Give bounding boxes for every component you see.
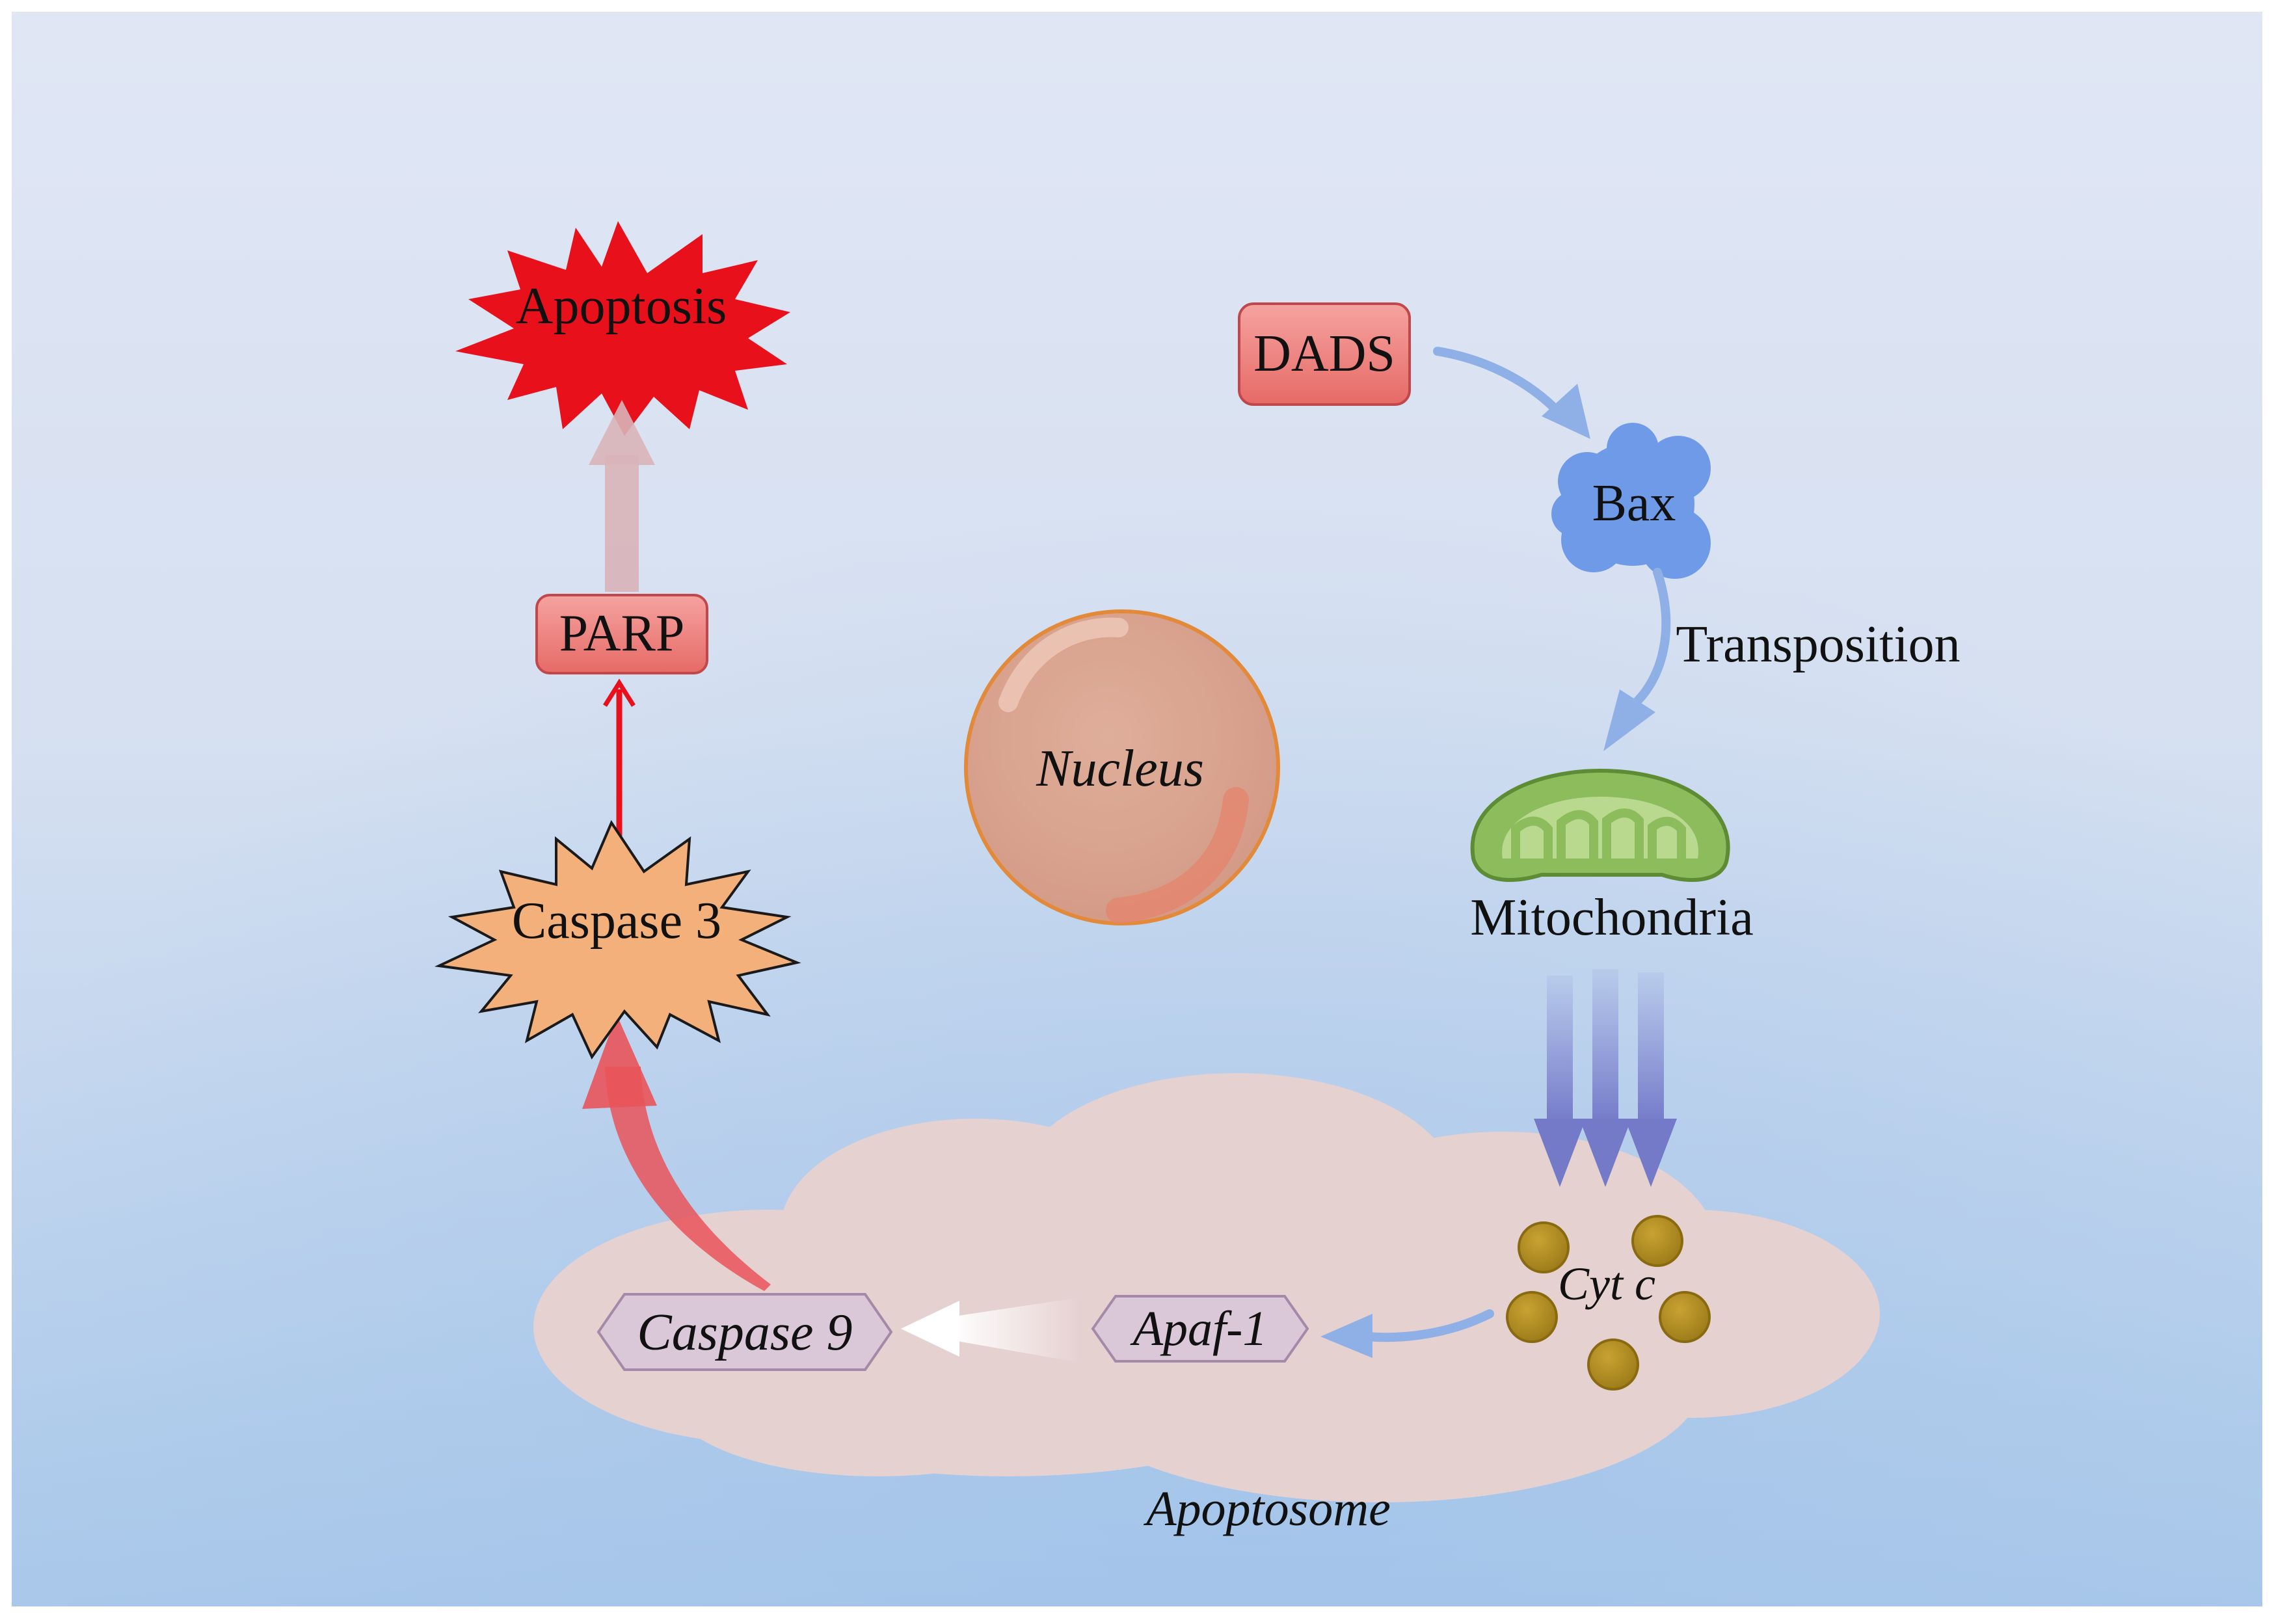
parp-box [535, 594, 708, 674]
apaf1-label: Apaf-1 [1130, 1301, 1268, 1356]
caspase3-star [435, 819, 801, 1059]
parp-label: PARP [559, 605, 685, 662]
caspase9-to-caspase3-arrow-shaft [605, 1067, 771, 1291]
cytc-to-apaf1-arrow-head [1320, 1314, 1372, 1358]
parp-to-apoptosis-arrow-head [589, 400, 655, 465]
bax-to-mitochondria-arrow-head [1603, 689, 1655, 751]
mitochondria-to-cytc-arrows [1534, 969, 1677, 1187]
mitochondria-icon [1470, 768, 1730, 882]
caspase9-to-caspase3-arrow-head [582, 1015, 657, 1109]
dads-to-bax-arrow-head [1542, 384, 1590, 439]
apoptosis-label: Apoptosis [516, 278, 727, 335]
caspase9-label: Caspase 9 [637, 1304, 852, 1361]
caspase9-hexagon [596, 1293, 893, 1371]
nucleus-highlight [998, 617, 1129, 712]
dads-label: DADS [1253, 325, 1395, 382]
cytc-label: Cyt c [1558, 1258, 1655, 1310]
dads-box [1238, 302, 1411, 406]
bax-blob [1551, 423, 1711, 579]
cytc-to-apaf1-arrow [1361, 1309, 1494, 1342]
caspase3-label: Caspase 3 [512, 892, 721, 950]
bax-to-mitochondria-arrow [1628, 568, 1671, 710]
cytc-cluster [1506, 1215, 1711, 1391]
apaf1-to-caspase9-arrow-head [901, 1301, 959, 1357]
apoptosome-label: Apoptosome [1143, 1482, 1391, 1536]
mitochondria-label: Mitochondria [1470, 889, 1753, 946]
parp-to-apoptosis-arrow-shaft [605, 455, 639, 592]
nucleus [964, 609, 1280, 925]
caspase3-to-parp-arrow-head [603, 678, 636, 707]
apaf1-to-caspase9-arrow-shaft [950, 1298, 1080, 1363]
bax-label: Bax [1592, 475, 1676, 532]
apaf1-hexagon [1091, 1295, 1309, 1363]
nucleus-label: Nucleus [1036, 740, 1204, 797]
transposition-label: Transposition [1676, 616, 1960, 673]
apoptosis-star [455, 221, 790, 436]
nucleus-shade [1106, 787, 1249, 924]
